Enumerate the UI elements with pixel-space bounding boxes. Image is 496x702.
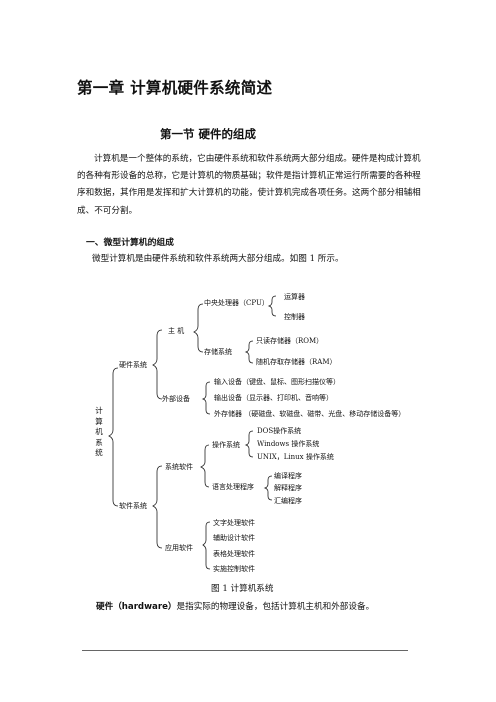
brace-host <box>193 303 204 353</box>
brace-root <box>108 367 119 507</box>
node-spreadsheet: 表格处理软件 <box>213 550 255 558</box>
brace-hardware <box>152 329 163 400</box>
node-lang: 语言处理程序 <box>212 483 254 491</box>
node-control: 实施控制软件 <box>213 565 255 573</box>
node-cpu: 中央处理器（CPU） <box>204 299 269 307</box>
node-word-processing: 文字处理软件 <box>213 519 255 527</box>
node-hardware-system: 硬件系统 <box>119 361 147 369</box>
node-output: 输出设备（显示器、打印机、音响等） <box>214 394 333 402</box>
node-peripherals: 外部设备 <box>162 395 190 403</box>
node-application-software: 应用软件 <box>165 544 193 552</box>
intro-text: 微型计算机是由硬件系统和软件系统两大部分组成。如图 1 所示。 <box>92 254 344 264</box>
figure-caption: 图 1 计算机系统 <box>211 584 274 594</box>
node-assembler: 汇编程序 <box>274 497 302 505</box>
brace-os <box>244 430 254 458</box>
node-input: 输入设备（键盘、鼠标、图形扫描仪等） <box>214 378 340 386</box>
brace-application <box>202 521 211 570</box>
footer-rule <box>82 650 408 651</box>
subheading: 一、微型计算机的组成 <box>86 238 174 248</box>
node-external-storage: 外存储器 （硬磁盘、软磁盘、磁带、光盘、移动存储设备等） <box>214 410 406 418</box>
node-cad: 辅助设计软件 <box>213 534 255 542</box>
node-ram: 随机存取存储器（RAM） <box>256 358 337 366</box>
node-os: 操作系统 <box>212 441 240 449</box>
node-software-system: 软件系统 <box>119 502 147 510</box>
node-windows: Windows 操作系统 <box>257 440 320 448</box>
section-title: 第一节 硬件的组成 <box>160 127 257 141</box>
hardware-term: 硬件（hardware） <box>96 602 177 612</box>
chapter-title: 第一章 计算机硬件系统简述 <box>77 79 273 97</box>
hardware-def-text: 是指实际的物理设备，包括计算机主机和外部设备。 <box>176 602 375 612</box>
node-compiler: 编译程序 <box>274 472 302 480</box>
brace-peripherals <box>201 381 211 415</box>
node-interpreter: 解释程序 <box>274 484 302 492</box>
node-memory: 存储系统 <box>204 348 232 356</box>
node-rom: 只读存储器（ROM） <box>256 337 324 345</box>
node-dos: DOS操作系统 <box>257 427 302 435</box>
node-system-software: 系统软件 <box>165 463 193 471</box>
node-root: 计算机系统 <box>95 406 103 457</box>
brace-memory <box>244 340 254 364</box>
node-controller: 控制器 <box>284 313 305 321</box>
brace-lang <box>263 475 273 501</box>
paragraph-text: 计算机是一个整体的系统，它由硬件系统和软件系统两大部分组成。硬件是构成计算机的各… <box>77 154 421 216</box>
body-paragraph: 计算机是一个整体的系统，它由硬件系统和软件系统两大部分组成。硬件是构成计算机的各… <box>77 151 422 220</box>
brace-cpu <box>267 295 277 317</box>
node-host: 主 机 <box>168 327 185 335</box>
node-alu: 运算器 <box>284 293 305 301</box>
brace-software <box>152 465 163 549</box>
node-unix: UNIX，Linux 操作系统 <box>257 453 334 461</box>
hardware-definition: 硬件（hardware）是指实际的物理设备，包括计算机主机和外部设备。 <box>96 600 374 612</box>
brace-system-software <box>200 444 210 488</box>
